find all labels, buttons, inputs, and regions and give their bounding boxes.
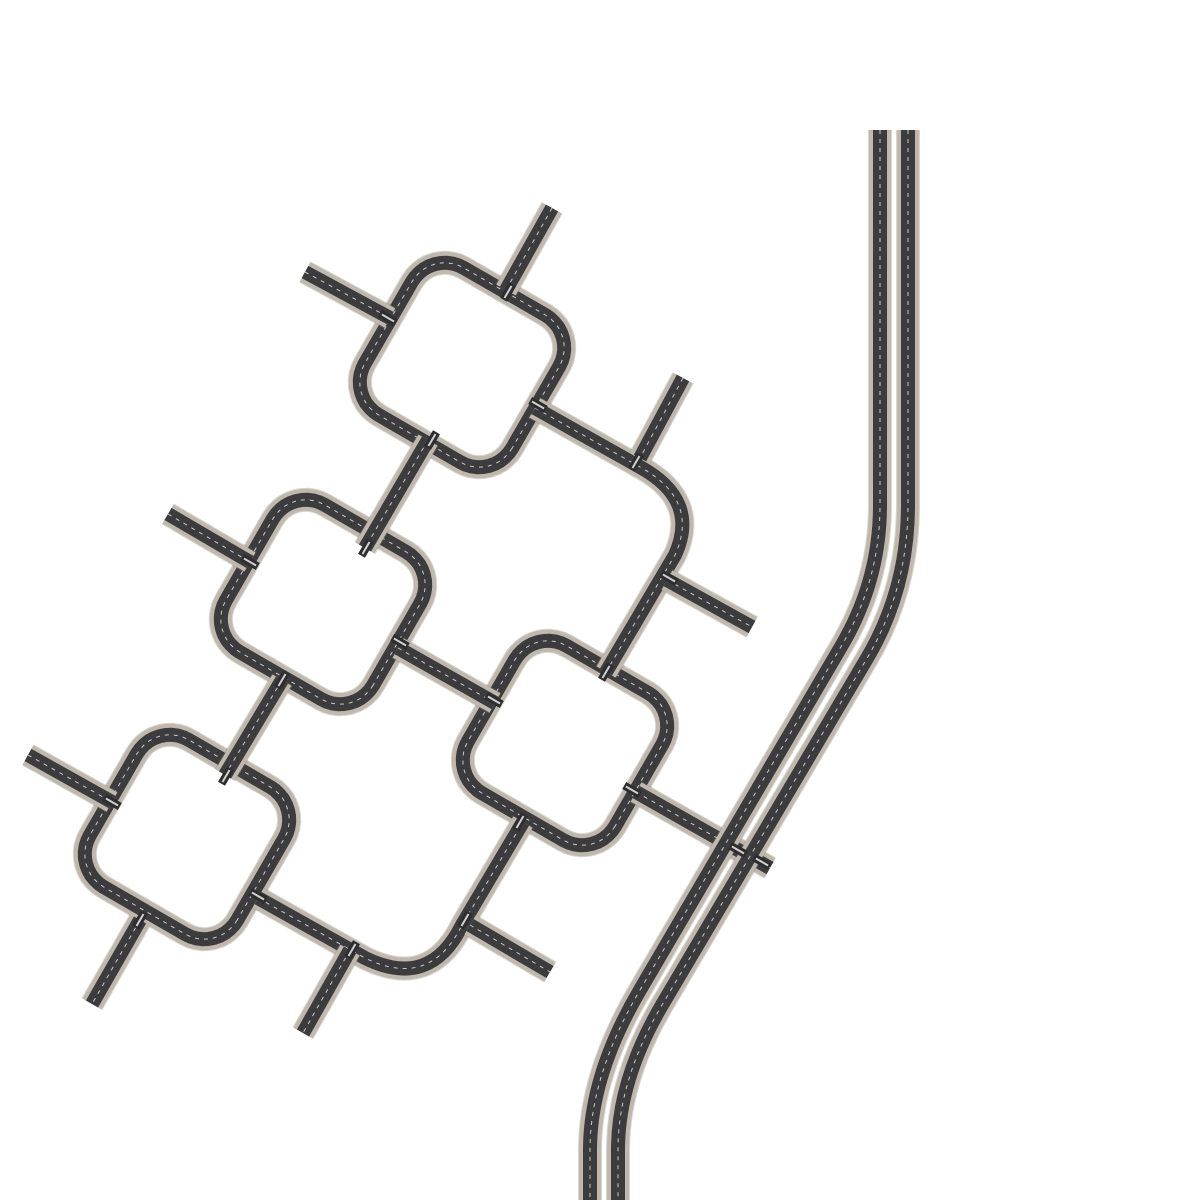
roundabout-bottom-left — [72, 722, 302, 952]
junction-marker — [218, 766, 234, 786]
junction-marker — [240, 554, 260, 570]
junction-marker — [457, 910, 473, 930]
junction-marker — [728, 842, 748, 858]
road-stub-loop-top — [629, 372, 694, 464]
junction-marker — [390, 634, 410, 650]
roundabout-middle-left — [208, 487, 438, 717]
road-stub-top-right — [495, 202, 563, 296]
junction-marker — [102, 794, 122, 810]
junction-marker — [598, 662, 614, 682]
road-stub-bottom-loop-east — [463, 914, 557, 983]
roundabout-middle-right — [450, 628, 680, 858]
junction-marker — [659, 570, 679, 586]
road-network — [22, 130, 920, 1200]
junction-marker — [358, 538, 374, 558]
road-stub-top-left — [299, 261, 396, 329]
junction-marker — [378, 310, 398, 326]
road-stub-loop-right — [661, 569, 758, 638]
road-stub-middle-left — [161, 503, 257, 573]
junction-marker — [622, 782, 642, 798]
road-stub-bottom-loop — [292, 944, 361, 1039]
junction-marker — [752, 854, 772, 870]
junction-marker — [424, 430, 440, 450]
junction-marker — [500, 282, 516, 302]
road-link-top-to-middle-left — [354, 433, 439, 555]
road-link-bottom-left-to-middle-right — [252, 815, 534, 981]
road-link-middle-left-to-middle-right — [392, 637, 501, 714]
road-stub-bottom-left-south — [81, 914, 151, 1010]
junction-marker — [344, 940, 360, 960]
highway-carriageway-west — [578, 130, 892, 1200]
highway-carriageway-east — [606, 130, 920, 1200]
road-link-top-to-middle-right — [529, 397, 695, 679]
junction-marker — [248, 888, 268, 904]
junction-marker — [274, 670, 290, 690]
road-stub-bottom-left-west — [22, 744, 118, 813]
junction-marker — [528, 397, 548, 413]
junction-marker — [628, 452, 644, 472]
road-link-middle-left-to-bottom-left — [214, 673, 293, 782]
junction-marker — [484, 692, 504, 708]
junction-marker — [512, 812, 528, 832]
junction-marker — [132, 910, 148, 930]
roundabout-top — [347, 250, 577, 480]
